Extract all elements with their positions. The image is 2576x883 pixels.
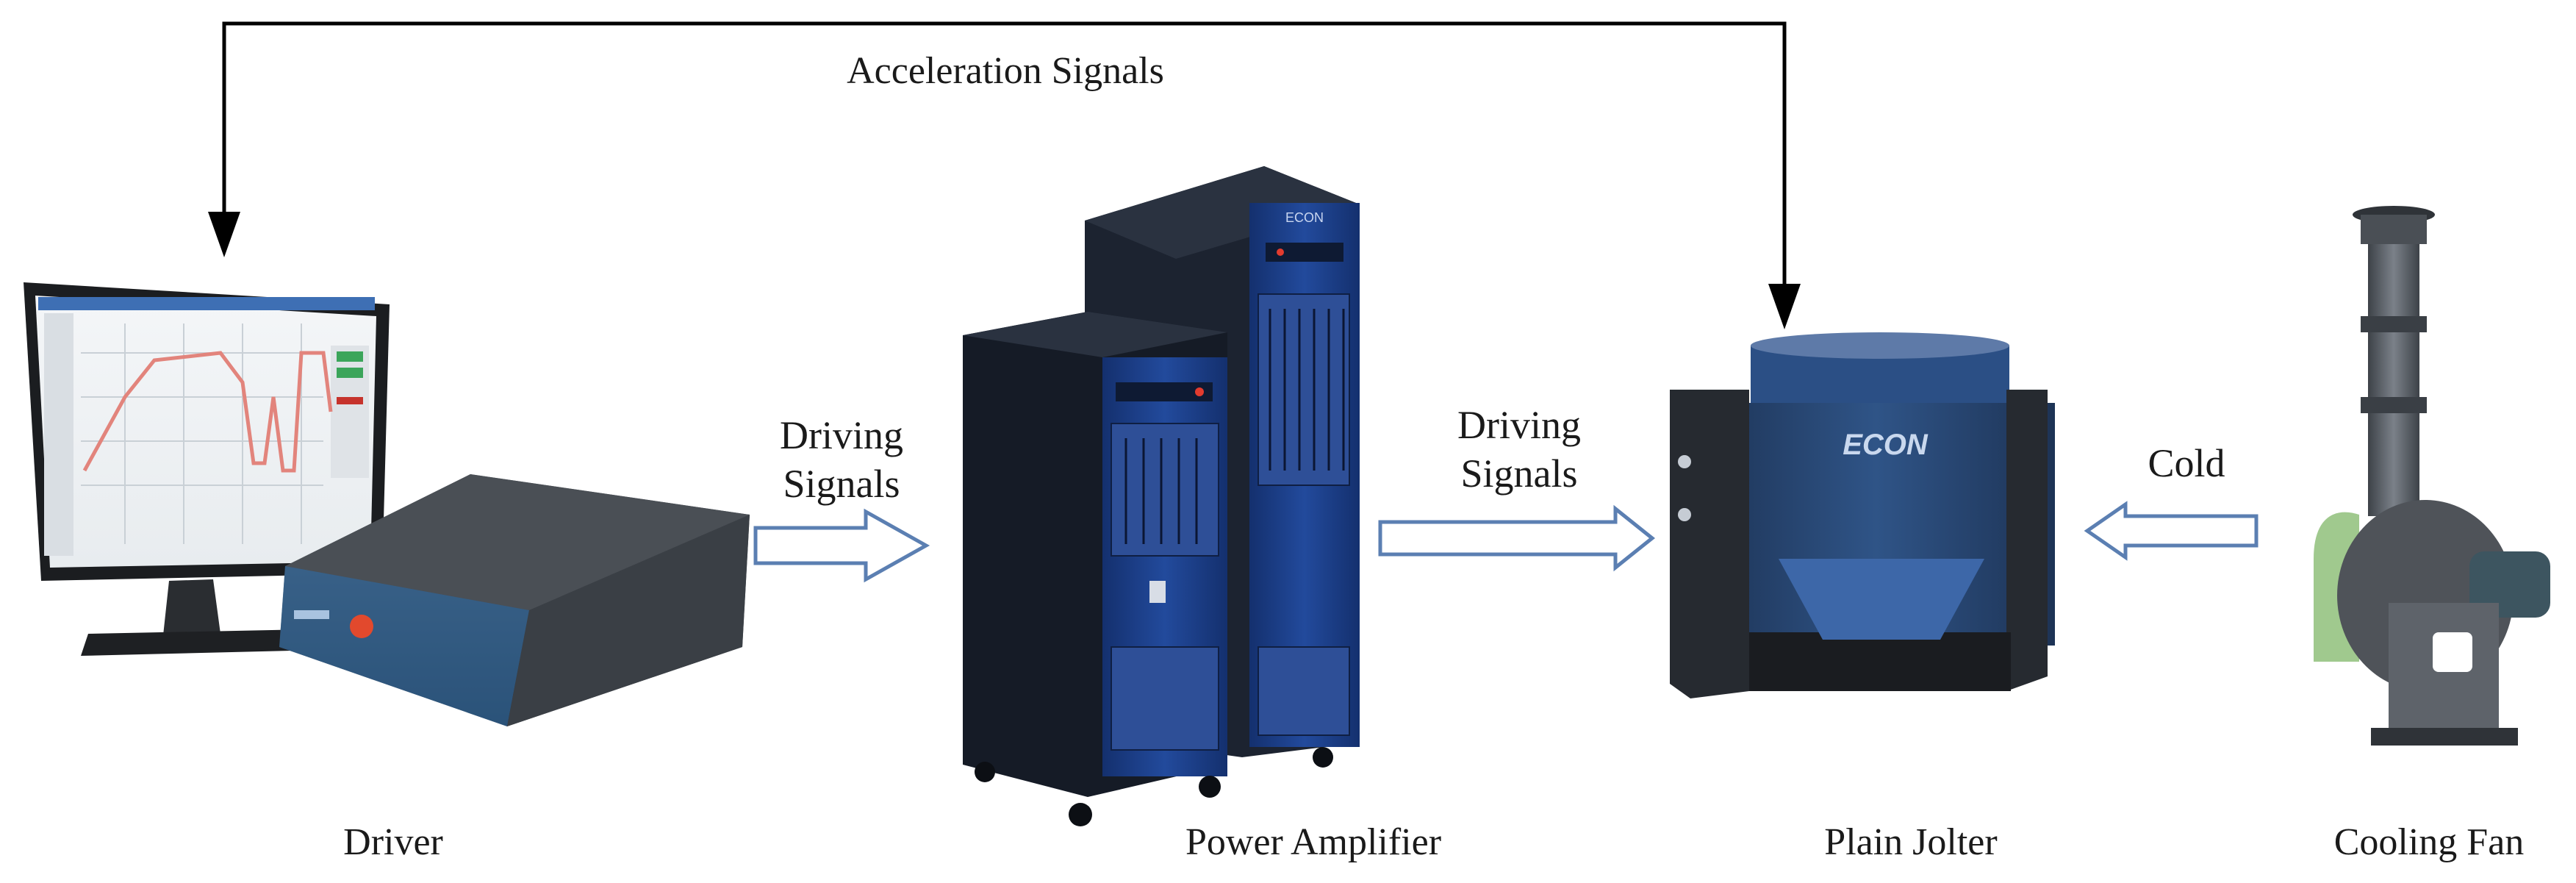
hollow-arrow-1	[753, 508, 930, 583]
monitor	[24, 282, 390, 656]
feedback-loop: Acceleration Signals	[208, 21, 1801, 329]
amplifier-cabinet-short	[963, 312, 1227, 797]
arrow1-label-line1: Driving	[780, 413, 903, 457]
jolter-left-frame	[1670, 390, 1749, 698]
jolter-right-frame	[2006, 390, 2048, 691]
feedback-arrowhead-driver	[208, 212, 240, 257]
cold-label: Cold	[2148, 441, 2225, 485]
feedback-line	[222, 21, 1787, 309]
driver-label: Driver	[343, 821, 443, 863]
driving-signals-arrow-2: Driving Signals	[1378, 403, 1656, 572]
amplifier-wheels	[975, 747, 1333, 826]
feedback-arrowhead-jolter	[1768, 284, 1801, 329]
arrow2-label-line1: Driving	[1457, 403, 1581, 447]
driver-device: Driver	[24, 282, 750, 863]
hollow-arrow-2	[1378, 504, 1656, 572]
driving-signals-arrow-1: Driving Signals	[753, 413, 930, 583]
plain-jolter-device: ECON Plain Jolter	[1670, 332, 2055, 863]
amplifier-panel-brand: ECON	[1285, 210, 1324, 225]
controller-box	[279, 474, 750, 726]
fan-label: Cooling Fan	[2334, 821, 2525, 863]
cooling-fan-device: Cooling Fan	[2314, 206, 2550, 863]
jolter-brand: ECON	[1843, 429, 1929, 461]
jolter-label: Plain Jolter	[1824, 821, 1997, 863]
cold-arrow: Cold	[2084, 441, 2259, 561]
arrow1-label-line2: Signals	[783, 462, 900, 506]
hollow-arrow-3	[2084, 501, 2259, 561]
feedback-label: Acceleration Signals	[847, 50, 1164, 92]
arrow2-label-line2: Signals	[1460, 451, 1577, 496]
monitor-trace	[82, 351, 333, 473]
power-amplifier-device: ECON	[963, 166, 1441, 863]
amplifier-label: Power Amplifier	[1185, 821, 1441, 863]
